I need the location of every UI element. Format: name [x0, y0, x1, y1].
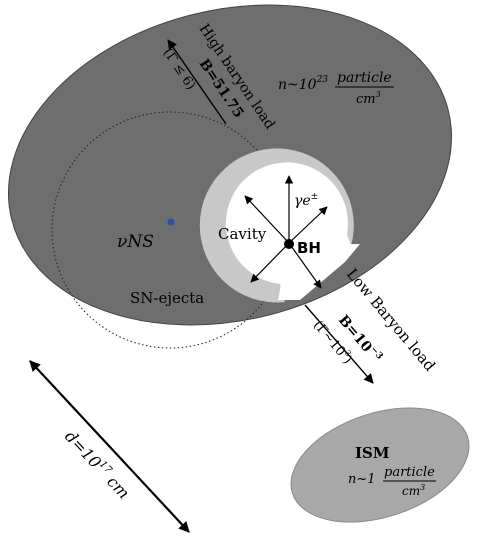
ism-region	[290, 407, 470, 523]
low-baryon-load-label: Low Baryon load	[343, 265, 439, 375]
density-unit-den: cm3	[356, 90, 381, 107]
high-baryon-arrow	[167, 39, 227, 125]
ism-density: n~1 particle cm3	[348, 465, 436, 498]
emission-arrow-downleft	[250, 242, 290, 283]
ism-label: ISM	[355, 444, 389, 462]
ism-density-prefix: n~1	[348, 472, 376, 487]
distance-arrow	[29, 360, 190, 533]
ism-unit-den: cm3	[402, 483, 425, 498]
nu-ns-label: νNS	[117, 232, 154, 252]
ism-unit-num: particle	[384, 465, 435, 480]
low-baryon-arrow	[304, 304, 374, 384]
bh-icon	[284, 239, 294, 249]
bh-emission-arrows	[244, 175, 328, 289]
gamma-e-label: γe±	[294, 192, 318, 209]
bh-label: BH	[297, 239, 321, 257]
density-unit-num: particle	[337, 70, 392, 86]
jet-opening	[278, 244, 360, 300]
density-prefix: n~1023	[278, 75, 328, 93]
distance-label: d=1017 cm	[61, 427, 134, 503]
emission-arrow-upleft	[244, 195, 290, 244]
low-b-value: B=10−3	[335, 312, 385, 366]
sn-ejecta-label: SN-ejecta	[130, 289, 204, 307]
ns-icon	[167, 218, 175, 226]
ejecta-density: n~1023 particle cm3	[278, 70, 394, 107]
cavity-label: Cavity	[218, 225, 267, 243]
emission-arrow-downright	[288, 242, 322, 289]
emission-arrow-upright	[288, 206, 328, 244]
